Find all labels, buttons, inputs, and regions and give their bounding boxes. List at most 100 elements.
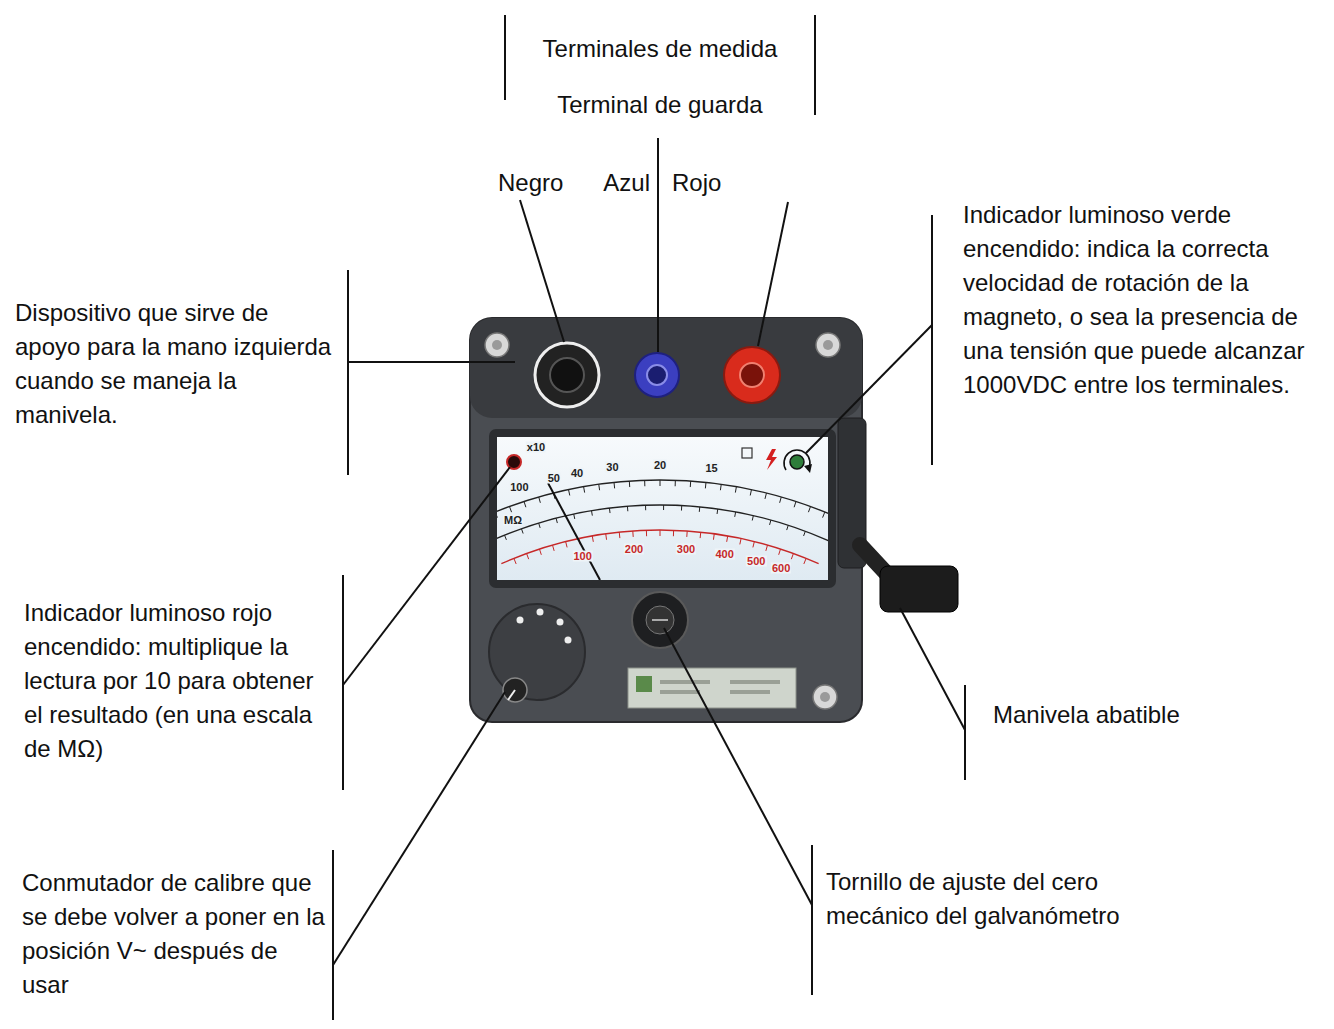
scale-marking: 30 <box>605 462 619 473</box>
leader-line <box>931 215 933 465</box>
scale-tick <box>569 490 570 496</box>
blue-terminal-core <box>647 365 667 385</box>
plate-print <box>730 680 780 684</box>
name-plate <box>628 668 796 708</box>
scale-tick <box>791 554 793 560</box>
scale-tick <box>699 507 700 512</box>
leader-line <box>657 138 659 352</box>
scale-arc <box>497 480 828 518</box>
scale-tick <box>539 497 541 503</box>
callout-label: Indicador luminoso rojo encendido: multi… <box>24 596 336 766</box>
scale-arc <box>501 530 818 564</box>
scale-tick <box>505 535 507 540</box>
leader-line <box>348 361 515 363</box>
scale-marking: 100 <box>509 482 529 493</box>
scale-tick <box>566 542 567 548</box>
leader-line <box>758 202 788 346</box>
plate-print <box>730 690 770 694</box>
scale-tick <box>609 508 611 513</box>
zero-knob <box>632 592 688 648</box>
leader-line <box>347 270 349 475</box>
scale-marking: 300 <box>676 543 696 554</box>
range-switch-knob <box>503 678 527 702</box>
leader-line <box>814 15 816 115</box>
scale-tick <box>632 531 633 537</box>
scale-tick <box>717 509 719 514</box>
leader-line <box>504 15 506 100</box>
switch-pointer <box>508 690 515 700</box>
scale-marking: 100 <box>572 551 592 562</box>
scale-tick <box>766 545 768 551</box>
plate-print <box>660 690 700 694</box>
scale-tick <box>539 523 540 528</box>
scale-tick <box>598 484 600 490</box>
dial-face <box>497 437 828 580</box>
scale-tick <box>514 558 516 564</box>
scale-marking: 600 <box>771 563 791 574</box>
scale-tick <box>727 536 728 542</box>
top-plate <box>470 318 862 418</box>
leader-line <box>964 685 966 780</box>
scale-marking: 200 <box>624 543 644 554</box>
scale-marking: 40 <box>570 467 584 478</box>
callout-label: Tornillo de ajuste del cero mecánico del… <box>826 865 1176 933</box>
callout-label: Terminal de guarda <box>557 88 762 122</box>
dial-scales <box>497 480 828 580</box>
scale-tick <box>574 514 575 519</box>
scale-marking: 400 <box>714 548 734 559</box>
scale-tick <box>735 487 736 493</box>
black-terminal <box>535 343 599 407</box>
box-symbol <box>742 448 752 458</box>
scale-marking: 15 <box>704 462 718 473</box>
callout-label: Conmutador de calibre que se debe volver… <box>22 866 328 1002</box>
leader-line <box>343 467 510 685</box>
scale-tick <box>592 536 593 542</box>
scale-tick <box>720 484 722 490</box>
green-indicator <box>790 455 804 469</box>
scale-tick <box>808 507 810 513</box>
scale-tick <box>663 505 664 510</box>
scale-tick <box>750 490 751 496</box>
switch-position <box>517 617 524 624</box>
scale-tick <box>794 502 796 508</box>
scale-tick <box>673 530 674 536</box>
scale-tick <box>591 511 593 516</box>
scale-tick <box>804 558 806 564</box>
scale-arc <box>497 505 828 541</box>
screw <box>813 685 837 709</box>
scale-tick <box>700 532 702 538</box>
screw-head <box>820 692 830 702</box>
screw <box>816 333 840 357</box>
black-terminal-core <box>550 358 584 392</box>
switch-position <box>557 619 564 626</box>
screw <box>485 333 509 357</box>
plate-print <box>660 680 710 684</box>
callout-label: Azul <box>603 166 650 200</box>
leader-line <box>900 608 965 730</box>
scale-tick <box>713 534 715 540</box>
scale-tick <box>734 512 736 517</box>
scale-tick <box>510 507 512 513</box>
scale-tick <box>644 480 645 486</box>
scale-tick <box>527 554 529 560</box>
callout-label: Terminales de medida <box>543 32 778 66</box>
scale-tick <box>614 482 616 488</box>
switch-position <box>565 637 572 644</box>
scale-tick <box>605 534 607 540</box>
needle <box>548 483 600 580</box>
zero-screw <box>646 606 674 634</box>
scale-marking: 50 <box>547 472 561 483</box>
scale-tick <box>770 520 771 525</box>
scale-tick <box>780 497 782 503</box>
scale-marking: 20 <box>653 460 667 471</box>
leader-line <box>332 850 334 1020</box>
red-terminal-core <box>740 363 764 387</box>
crank-handle <box>880 566 958 612</box>
scale-tick <box>787 525 789 530</box>
scale-tick <box>629 481 630 487</box>
scale-tick <box>675 480 676 486</box>
window-frame <box>489 429 836 588</box>
callout-label: Rojo <box>672 166 721 200</box>
maker-logo <box>636 676 652 692</box>
